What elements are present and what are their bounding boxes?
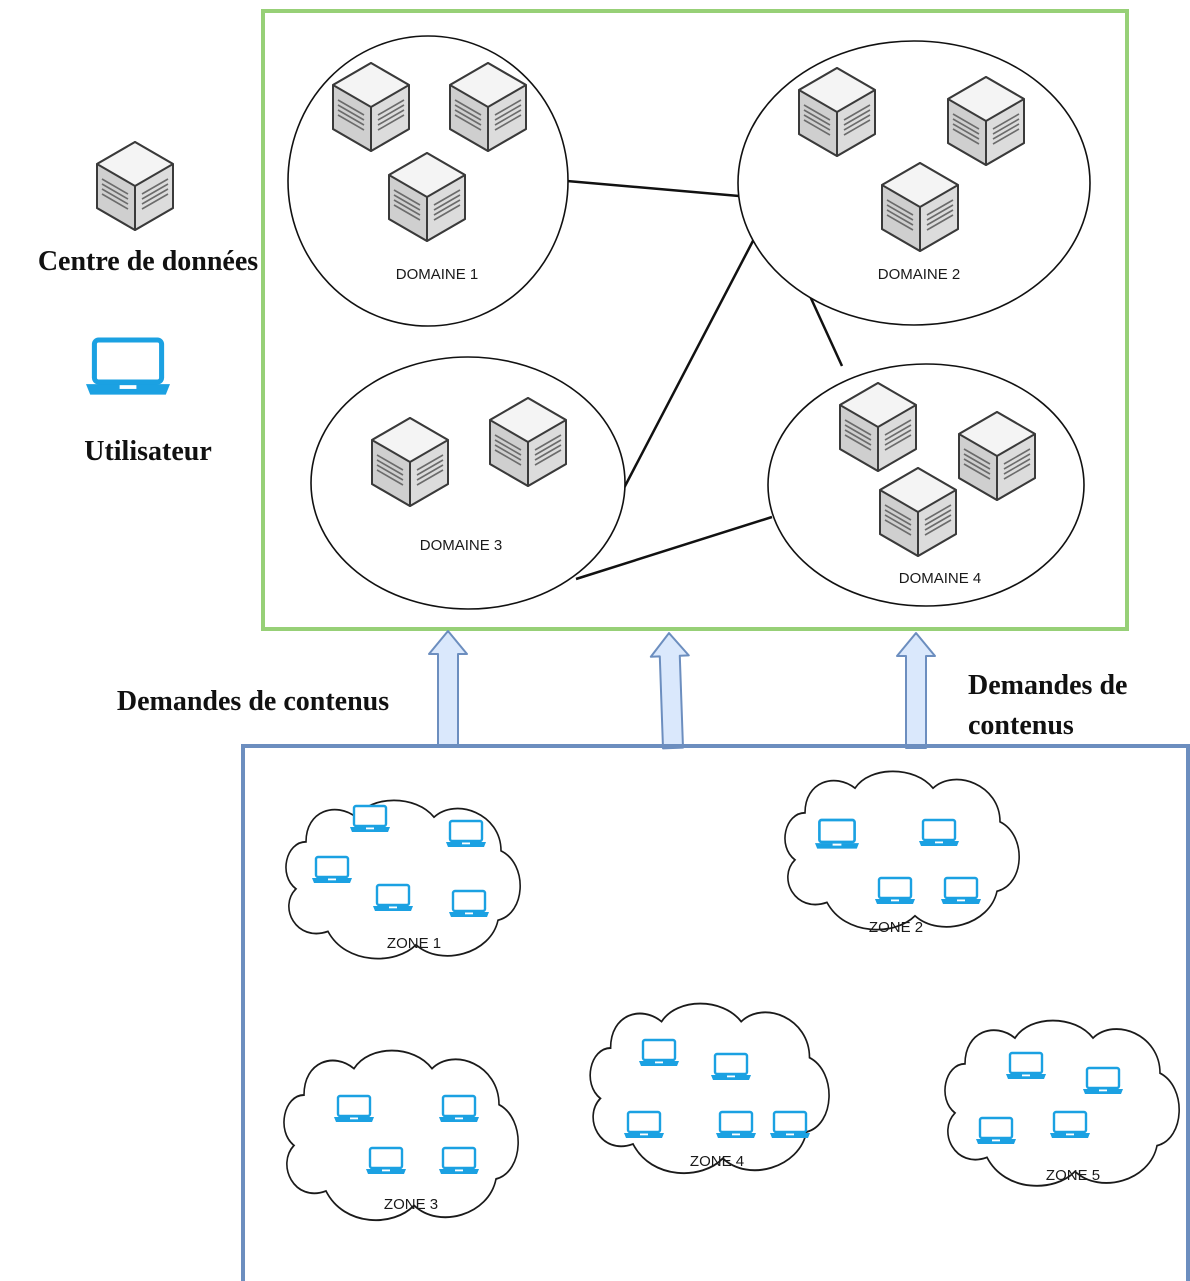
legend: Centre de données Utilisateur	[38, 141, 258, 467]
laptop-icon	[86, 340, 170, 395]
requests-label-left: Demandes de contenus	[117, 686, 389, 717]
zone-label: ZONE 2	[869, 919, 923, 936]
link-d1-d2	[566, 179, 740, 198]
link-d3-d4	[575, 515, 773, 581]
laptop-icon	[622, 1110, 666, 1140]
laptop-icon	[447, 889, 491, 919]
laptop-icon	[437, 1146, 481, 1176]
domain-label: DOMAINE 2	[878, 266, 961, 283]
zone-cloud	[589, 1002, 831, 1175]
domain-label: DOMAINE 4	[899, 570, 982, 587]
link-d2-d3	[622, 236, 757, 489]
request-arrow-up	[428, 630, 468, 747]
laptop-icon	[310, 855, 354, 885]
zone-4: ZONE 4	[589, 1002, 831, 1175]
domain-label: DOMAINE 3	[420, 537, 503, 554]
laptop-icon	[444, 819, 488, 849]
laptop-icon	[939, 876, 983, 906]
requests-label-right-line1: Demandes de	[968, 670, 1127, 701]
laptop-icon	[1048, 1110, 1092, 1140]
request-arrows	[428, 630, 936, 750]
laptop-icon	[768, 1110, 812, 1140]
legend-datacenter-label: Centre de données	[38, 246, 258, 277]
laptop-icon	[813, 818, 861, 850]
zone-frame	[241, 744, 1190, 1281]
zone-3: ZONE 3	[283, 1049, 520, 1222]
laptop-icon	[1004, 1051, 1048, 1081]
zone-label: ZONE 3	[384, 1196, 438, 1213]
requests-label-right-line2: contenus	[968, 710, 1074, 741]
domain-3: DOMAINE 3	[310, 356, 626, 610]
laptop-icon	[917, 818, 961, 848]
legend-user-label: Utilisateur	[84, 436, 212, 467]
zone-label: ZONE 4	[690, 1153, 744, 1170]
server-cube-icon	[96, 141, 174, 231]
laptop-icon	[714, 1110, 758, 1140]
laptop-icon	[637, 1038, 681, 1068]
domain-1: DOMAINE 1	[287, 35, 569, 327]
domain-links	[566, 179, 844, 581]
laptop-icon	[709, 1052, 753, 1082]
zone-5: ZONE 5	[944, 1019, 1181, 1187]
zone-1: ZONE 1	[285, 799, 522, 960]
zone-cloud	[283, 1049, 520, 1222]
zone-label: ZONE 1	[387, 935, 441, 952]
request-arrow-up	[896, 632, 936, 749]
laptop-icon	[332, 1094, 376, 1124]
laptop-icon	[437, 1094, 481, 1124]
zone-cloud	[944, 1019, 1181, 1187]
zone-2: ZONE 2	[784, 770, 1021, 936]
domain-frame	[261, 9, 1129, 631]
domain-boundary	[310, 356, 626, 610]
laptop-icon	[364, 1146, 408, 1176]
zone-cloud	[784, 770, 1021, 931]
domain-label: DOMAINE 1	[396, 266, 479, 283]
laptop-icon	[348, 804, 392, 834]
request-arrow-up	[648, 631, 693, 750]
laptop-icon	[371, 883, 415, 913]
laptop-icon	[1081, 1066, 1125, 1096]
zone-label: ZONE 5	[1046, 1167, 1100, 1184]
laptop-icon	[974, 1116, 1018, 1146]
laptop-icon	[873, 876, 917, 906]
domain-4: DOMAINE 4	[767, 363, 1085, 607]
domain-2: DOMAINE 2	[737, 40, 1091, 326]
